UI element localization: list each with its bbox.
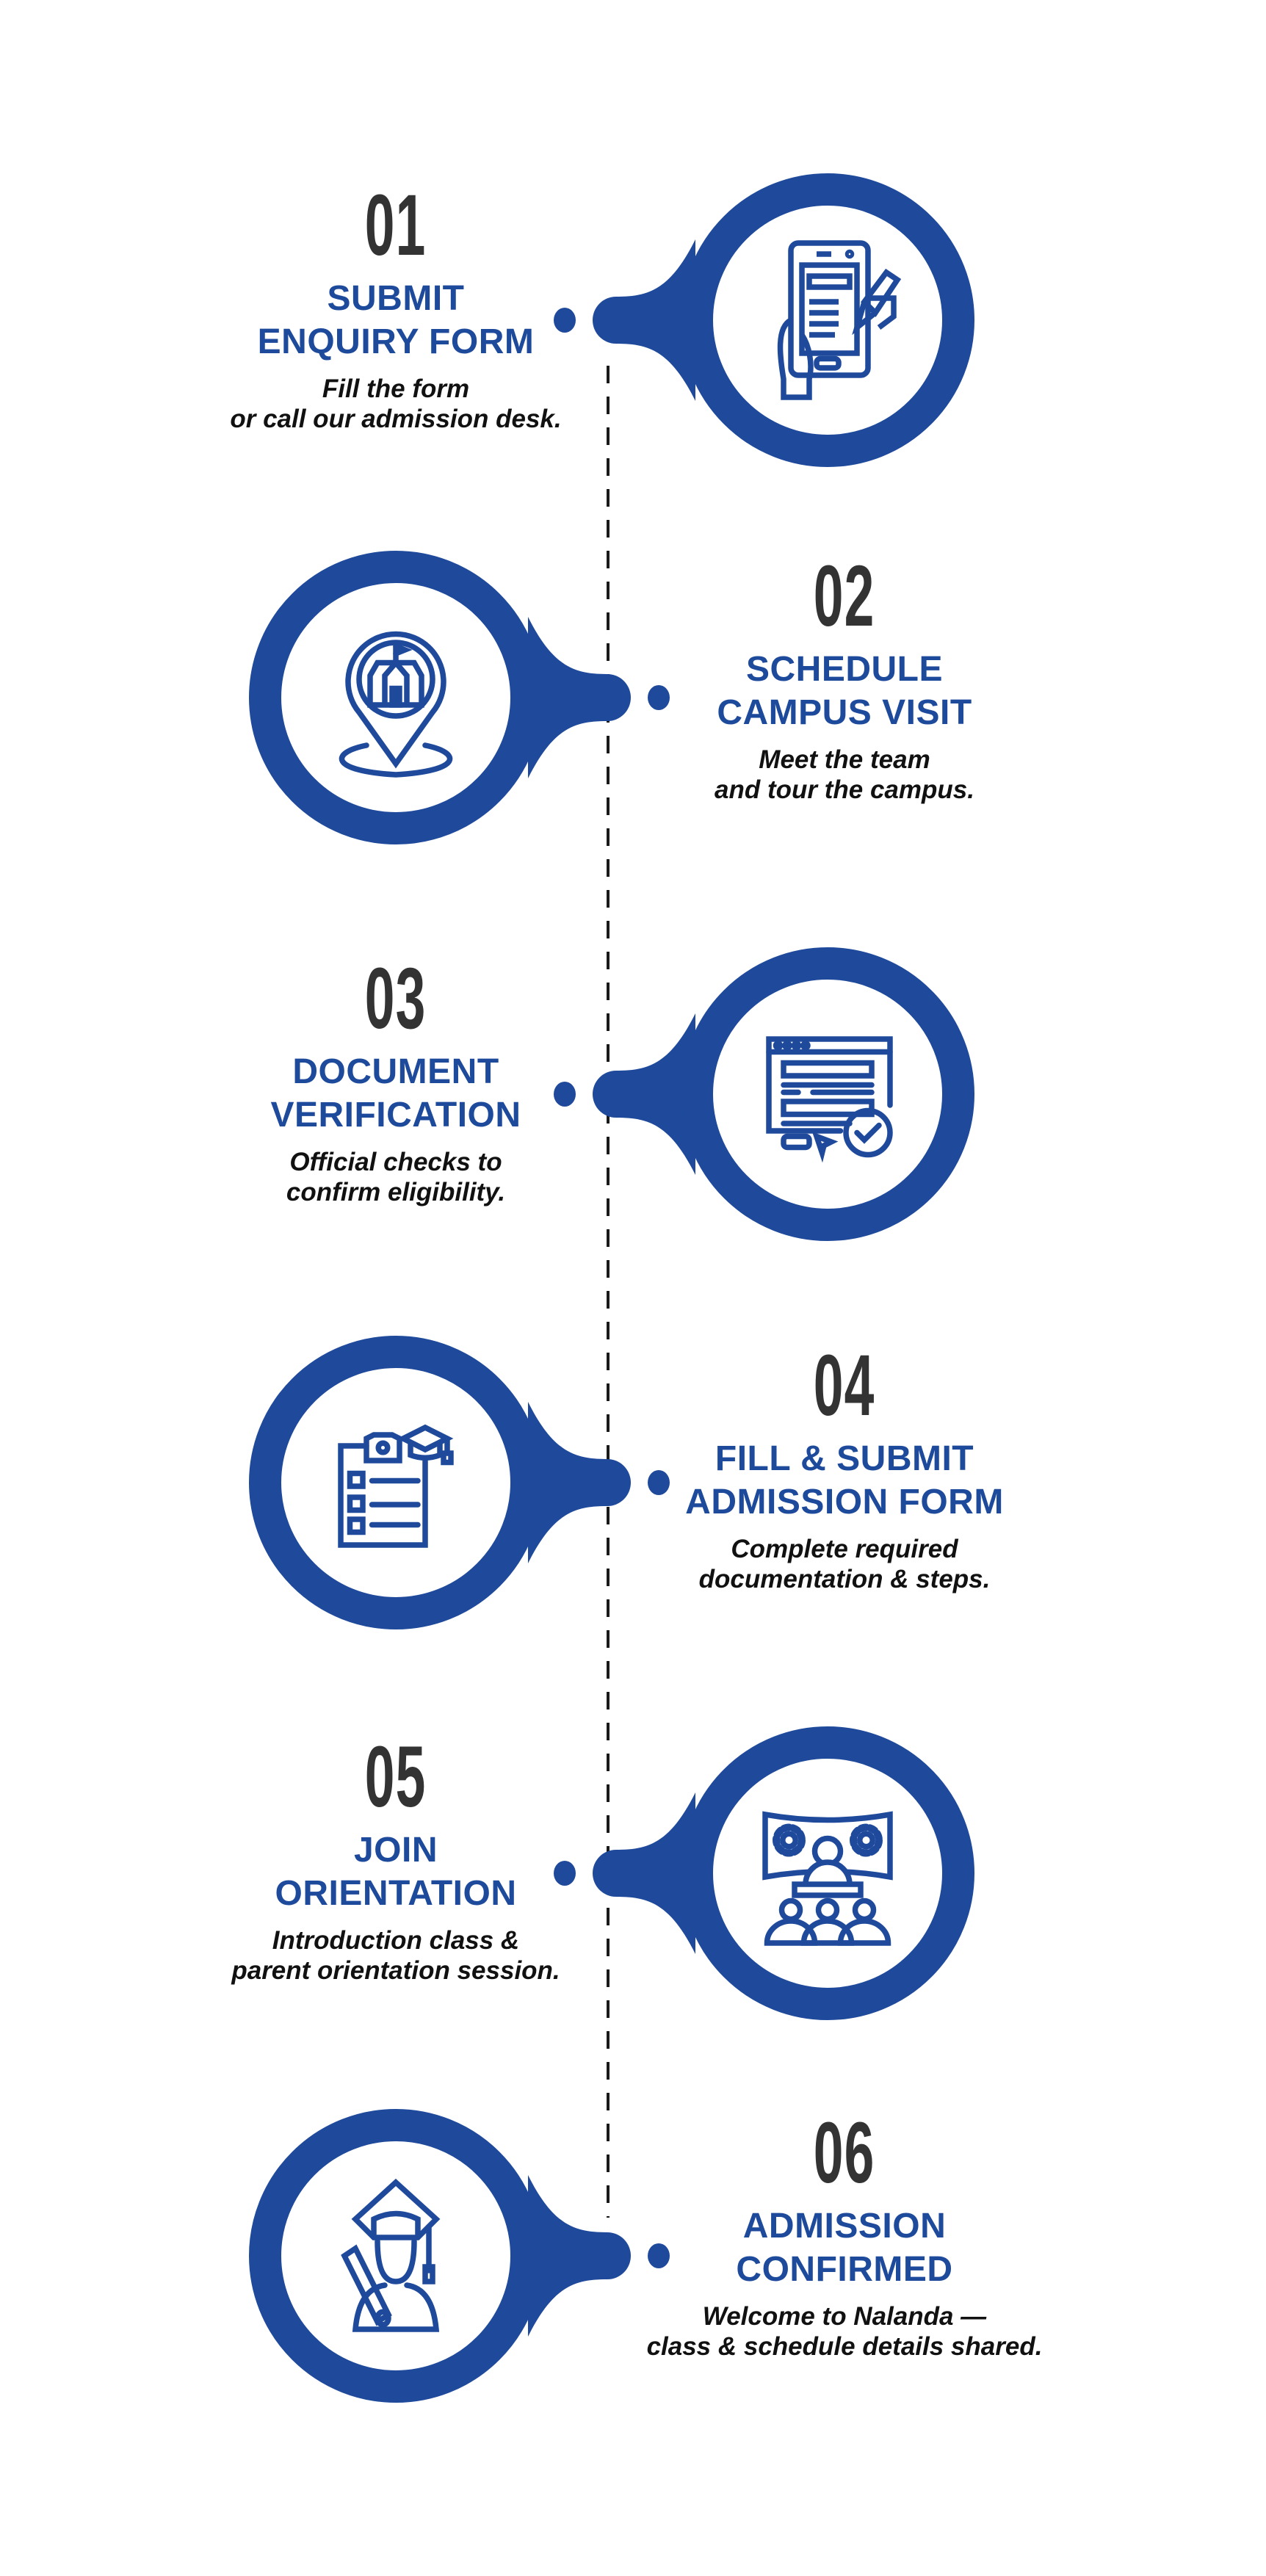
icon-ring	[681, 173, 974, 467]
title-line: SUBMIT	[327, 279, 465, 318]
connector-knob	[528, 617, 631, 778]
title-line: CAMPUS VISIT	[717, 693, 972, 732]
step-1-ring	[554, 173, 974, 467]
desc-line: Complete required	[731, 1535, 958, 1563]
title-line: ADMISSION	[742, 2207, 947, 2246]
desc-line: Welcome to Nalanda —	[702, 2302, 987, 2331]
title-line: FILL & SUBMIT	[715, 1439, 974, 1478]
tablet-form-pen-icon	[736, 228, 919, 412]
step-title: SCHEDULE CAMPUS VISIT	[617, 648, 1072, 734]
desc-line: parent orientation session.	[231, 1956, 560, 1985]
step-description: Introduction class &parent orientation s…	[168, 1925, 623, 1986]
desc-line: Meet the team	[759, 745, 930, 774]
title-line: ORIENTATION	[275, 1874, 517, 1913]
step-text: 06 ADMISSION CONFIRMED Welcome to Nalanda…	[617, 2105, 1072, 2362]
connector-knob	[593, 1013, 695, 1175]
title-line: VERIFICATION	[270, 1096, 521, 1135]
timeline-dot	[554, 308, 576, 333]
desc-line: documentation & steps.	[698, 1565, 991, 1593]
step-title: JOIN ORIENTATION	[168, 1828, 623, 1915]
step-title: SUBMIT ENQUIRY FORM	[168, 277, 623, 363]
timeline-dot	[648, 2243, 670, 2268]
desc-line: confirm eligibility.	[286, 1178, 506, 1206]
title-line: DOCUMENT	[292, 1052, 499, 1091]
step-title: DOCUMENT VERIFICATION	[168, 1050, 623, 1137]
step-number: 06	[814, 2105, 875, 2201]
desc-line: Introduction class &	[272, 1926, 520, 1955]
timeline-dot	[648, 1470, 670, 1495]
desc-line: or call our admission desk.	[230, 405, 562, 433]
title-line: ADMISSION FORM	[685, 1483, 1004, 1522]
connector-knob	[593, 239, 695, 401]
connector-knob	[593, 1792, 695, 1954]
step-title: FILL & SUBMIT ADMISSION FORM	[617, 1437, 1072, 1524]
desc-line: class & schedule details shared.	[646, 2332, 1043, 2361]
timeline-dot	[554, 1861, 576, 1886]
title-line: JOIN	[353, 1831, 438, 1870]
timeline-dot	[648, 685, 670, 710]
presentation-audience-icon	[736, 1781, 919, 1965]
connector-knob	[528, 2175, 631, 2337]
step-title: ADMISSION CONFIRMED	[617, 2204, 1072, 2291]
desc-line: Fill the form	[322, 375, 470, 403]
timeline-dot	[554, 1082, 576, 1107]
step-text: 03 DOCUMENT VERIFICATION Official checks …	[168, 950, 623, 1207]
step-number: 05	[365, 1729, 427, 1826]
step-description: Welcome to Nalanda —class & schedule det…	[617, 2301, 1072, 2362]
step-4-ring	[249, 1336, 670, 1629]
icon-ring	[249, 2109, 543, 2403]
step-number: 01	[365, 177, 427, 274]
step-text: 05 JOIN ORIENTATION Introduction class &p…	[168, 1729, 623, 1986]
title-line: ENQUIRY FORM	[257, 322, 535, 361]
title-line: CONFIRMED	[736, 2250, 953, 2289]
web-form-check-icon	[736, 1002, 919, 1186]
clipboard-graduation-cap-icon	[304, 1391, 488, 1574]
desc-line: Official checks to	[289, 1148, 502, 1176]
graduate-diploma-icon	[304, 2164, 488, 2348]
desc-line: and tour the campus.	[715, 775, 974, 804]
step-text: 04 FILL & SUBMIT ADMISSION FORM Complete …	[617, 1337, 1072, 1594]
step-number: 03	[365, 950, 427, 1047]
step-6-ring	[249, 2109, 670, 2403]
step-number: 02	[814, 548, 875, 645]
step-number: 04	[814, 1337, 875, 1434]
school-location-pin-icon	[304, 606, 488, 789]
connector-knob	[528, 1402, 631, 1563]
timeline-dashed-line	[607, 366, 610, 2218]
title-line: SCHEDULE	[745, 650, 944, 689]
